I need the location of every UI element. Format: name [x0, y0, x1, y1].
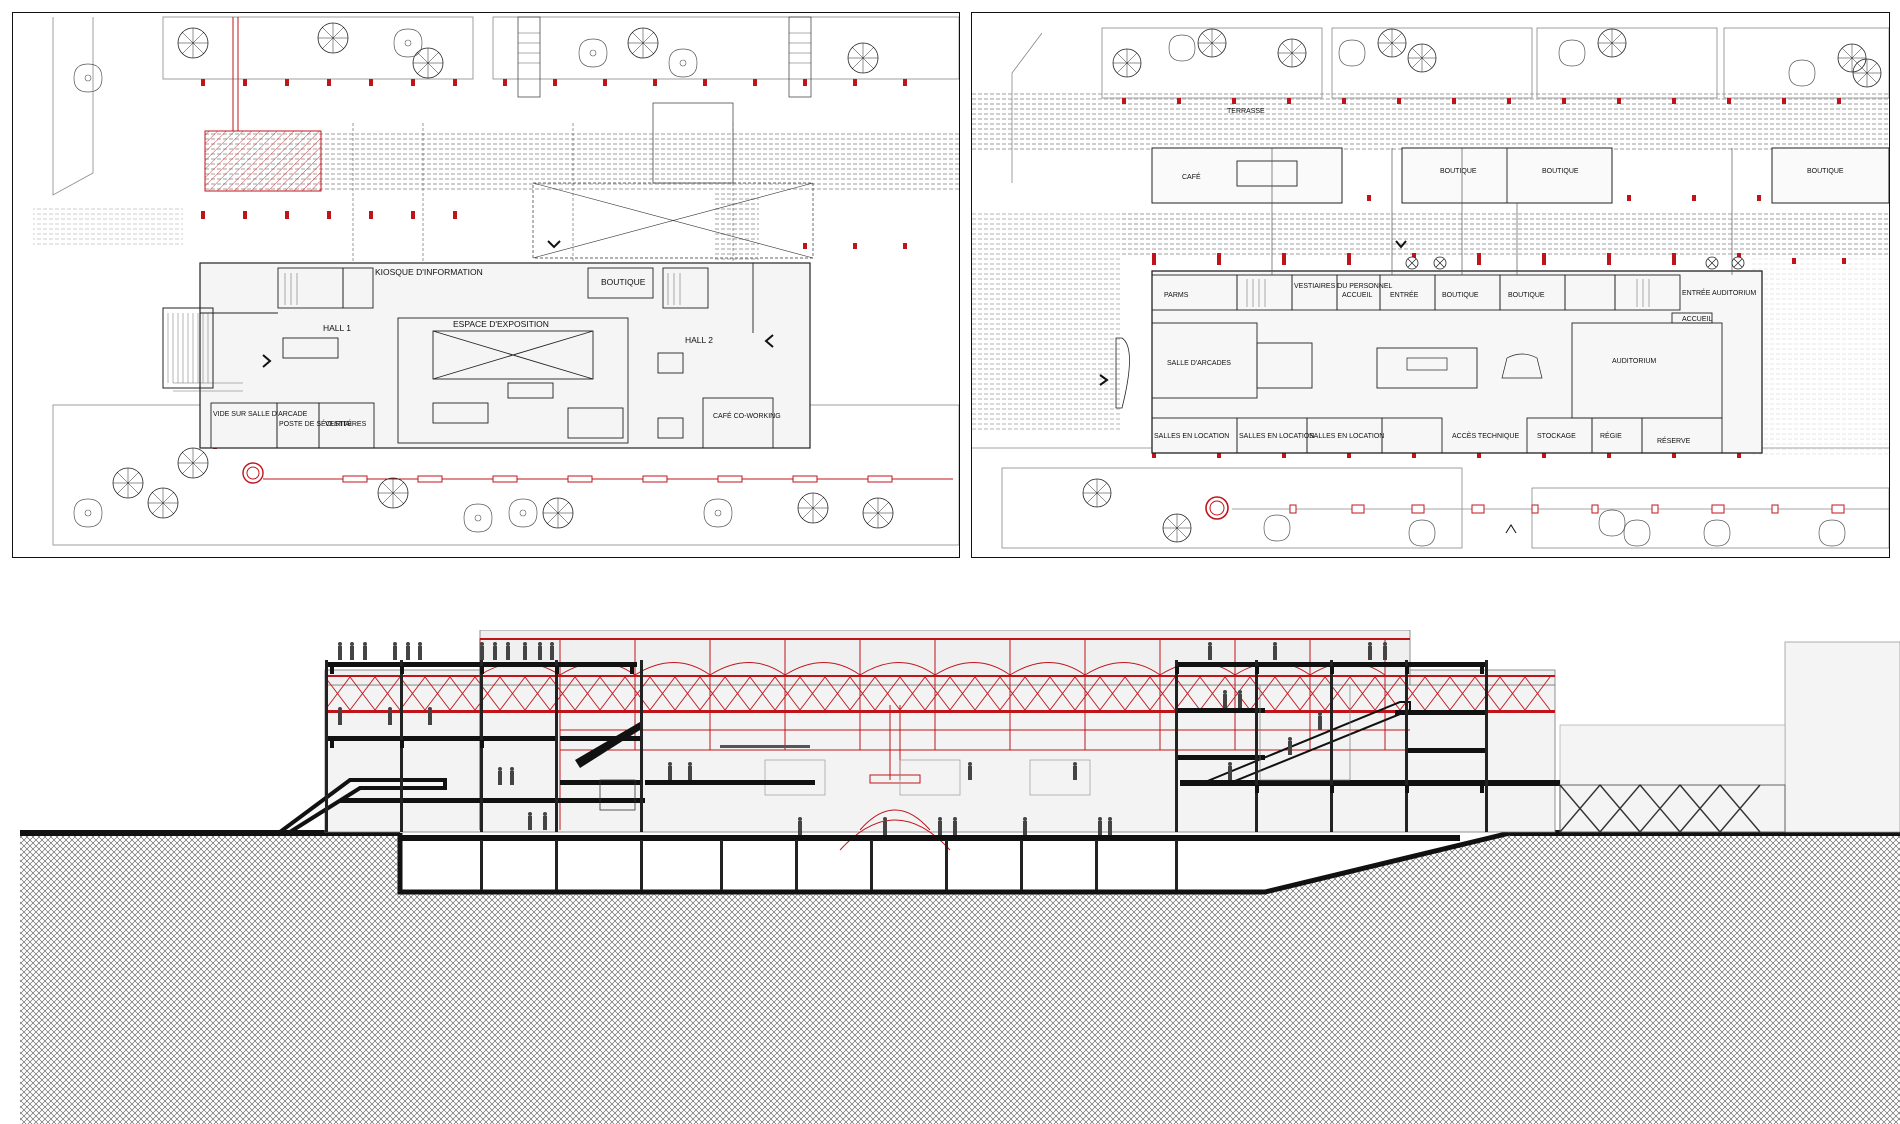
- room-label-vestiaires: VESTIAIRES: [325, 421, 367, 428]
- room-label-poste-securite: POSTE DE SÉCURITÉ: [279, 419, 352, 428]
- room-label-hall-2: HALL 2: [685, 335, 713, 345]
- building-section-drawing: [20, 630, 1900, 1124]
- room-label-stockage: STOCKAGE: [1537, 433, 1576, 440]
- room-label-espace-exposition: ESPACE D'EXPOSITION: [453, 319, 549, 329]
- room-label-boutique-3: BOUTIQUE: [1807, 168, 1844, 175]
- room-label-salles-location-1: SALLES EN LOCATION: [1154, 433, 1229, 440]
- room-label-salles-location-3: SALLES EN LOCATION: [1309, 433, 1384, 440]
- room-label-salle-arcades: SALLE D'ARCADES: [1167, 360, 1231, 367]
- room-label-auditorium: AUDITORIUM: [1612, 358, 1656, 365]
- room-label-parms: PARMS: [1164, 292, 1189, 299]
- room-label-boutique-4: BOUTIQUE: [1442, 292, 1479, 299]
- room-label-acces-technique: ACCÈS TECHNIQUE: [1452, 431, 1519, 440]
- room-label-boutique-1: BOUTIQUE: [1440, 168, 1477, 175]
- ground-floor-plan-drawing: KIOSQUE D'INFORMATION BOUTIQUE HALL 1 HA…: [33, 16, 959, 546]
- room-label-vestiaires-personnel: VESTIAIRES DU PERSONNEL: [1294, 283, 1393, 290]
- room-label-cafe-coworking: CAFÉ CO-WORKING: [713, 411, 781, 420]
- room-label-kiosque: KIOSQUE D'INFORMATION: [375, 267, 483, 277]
- room-label-boutique: BOUTIQUE: [601, 277, 646, 287]
- room-label-regie: RÉGIE: [1600, 431, 1622, 440]
- room-label-accueil-2: ACCUEIL: [1682, 316, 1712, 323]
- room-label-hall-1: HALL 1: [323, 323, 351, 333]
- room-label-vide: VIDE SUR SALLE D'ARCADE: [213, 411, 308, 418]
- room-label-reserve: RÉSERVE: [1657, 436, 1691, 445]
- room-label-cafe: CAFÉ: [1182, 172, 1201, 181]
- room-label-terrasse: TERRASSE: [1227, 108, 1265, 115]
- room-label-accueil: ACCUEIL: [1342, 292, 1372, 299]
- upper-floor-plan: TERRASSE CAFÉ BOUTIQUE BOUTIQUE BOUTIQUE…: [971, 12, 1890, 558]
- ground-floor-plan: KIOSQUE D'INFORMATION BOUTIQUE HALL 1 HA…: [12, 12, 960, 558]
- upper-floor-plan-drawing: TERRASSE CAFÉ BOUTIQUE BOUTIQUE BOUTIQUE…: [972, 27, 1889, 549]
- room-label-entree-auditorium: ENTRÉE AUDITORIUM: [1682, 288, 1756, 297]
- room-label-entree: ENTRÉE: [1390, 290, 1419, 299]
- room-label-salles-location-2: SALLES EN LOCATION: [1239, 433, 1314, 440]
- building-section: [0, 630, 1900, 1124]
- room-label-boutique-5: BOUTIQUE: [1508, 292, 1545, 299]
- room-label-boutique-2: BOUTIQUE: [1542, 168, 1579, 175]
